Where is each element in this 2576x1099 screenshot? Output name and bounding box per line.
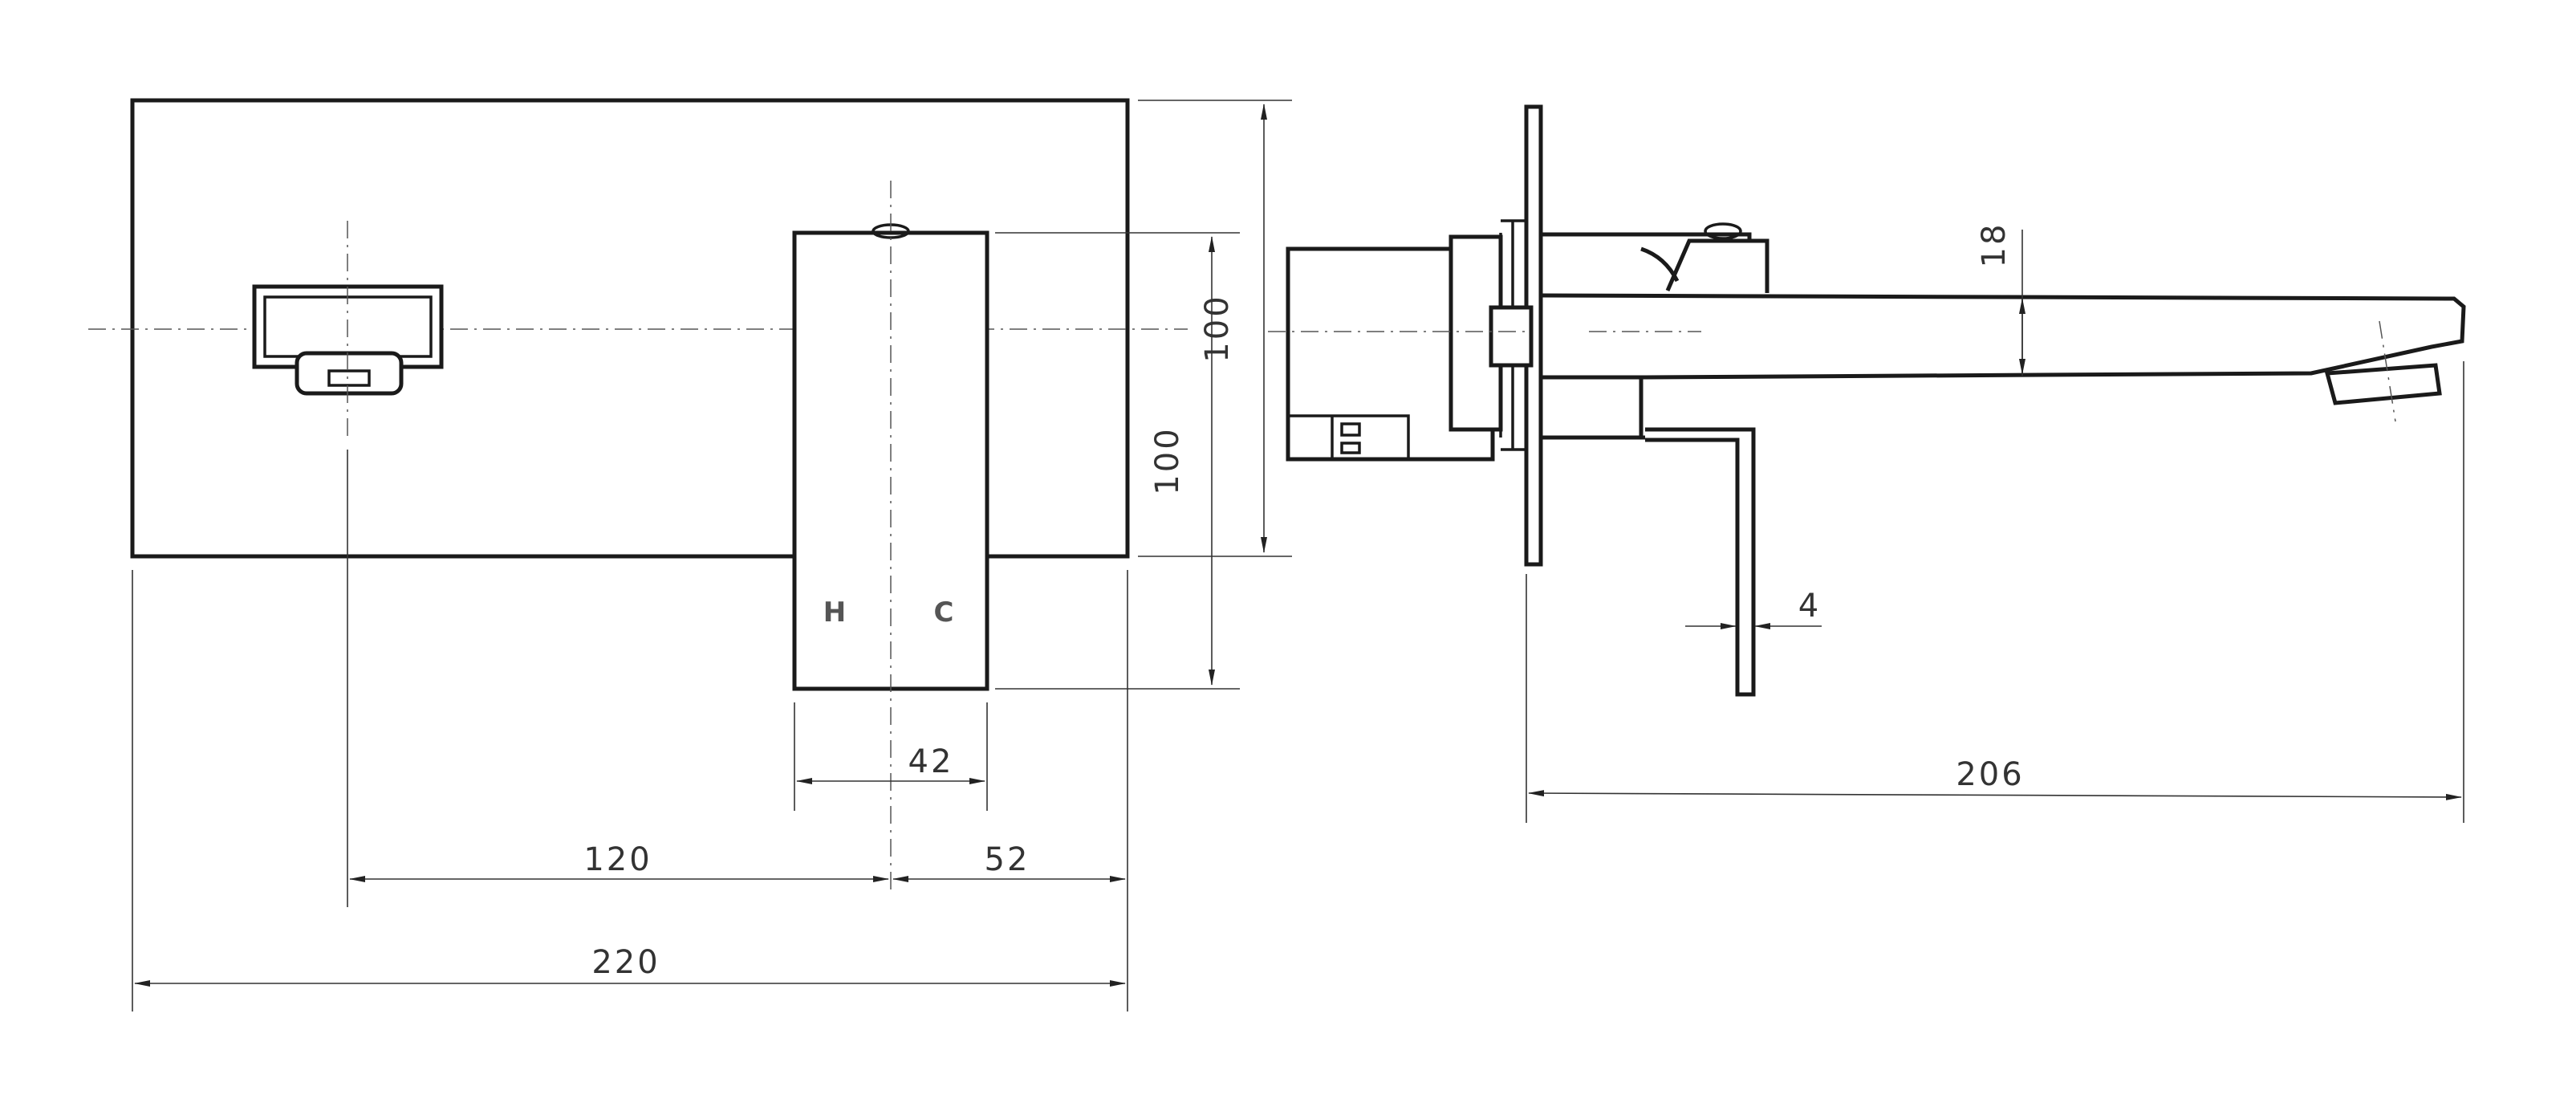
dim-projection: 206 [1956,756,2024,793]
side-handle [1286,234,1534,462]
front-view: H C 100 100 42 120 52 220 [88,98,1292,1011]
dim-handle-to-edge: 52 [985,841,1030,878]
dim-handle-height: 100 [1149,426,1186,495]
dim-plate-width: 220 [591,944,660,981]
spout-outlet [252,221,444,442]
wall-tab [1645,427,1756,697]
side-spout [1540,293,2466,380]
mixer-body [1541,222,1769,440]
dim-spout-thickness: 18 [1976,222,2013,268]
wall-plate [130,98,1130,559]
cold-marker: C [934,596,954,629]
dim-projection-line [1528,790,2462,800]
dim-spout-to-handle: 120 [583,841,652,878]
dim-wall-tab: 4 [1798,588,1821,625]
hot-marker: H [823,596,846,629]
side-view: 18 4 206 [1268,104,2466,823]
dim-plate-height: 100 [1199,294,1236,362]
spout-aerator [2324,363,2442,405]
dim-handle-width: 42 [908,743,954,780]
